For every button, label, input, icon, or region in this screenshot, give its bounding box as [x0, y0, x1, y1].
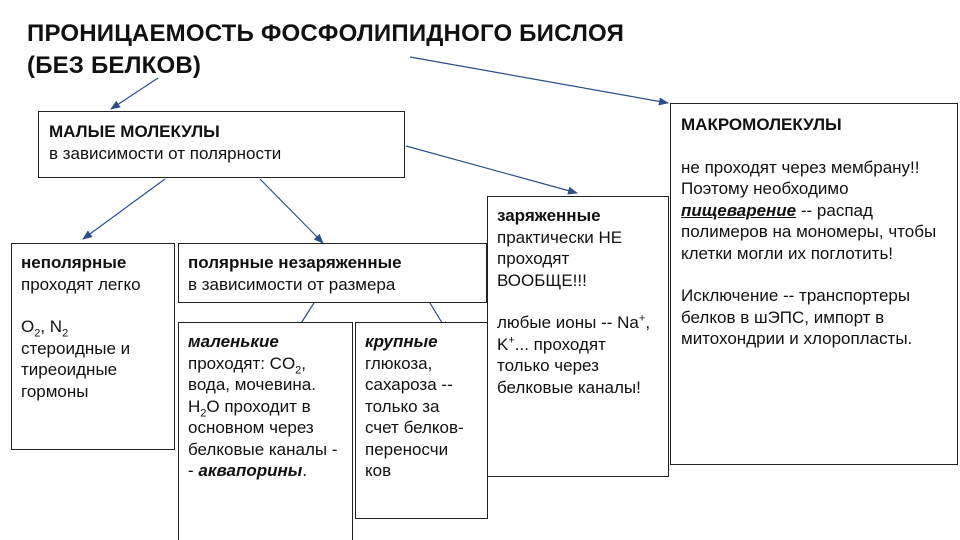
- page-title: ПРОНИЦАЕМОСТЬ ФОСФОЛИПИДНОГО БИСЛОЯ (БЕЗ…: [27, 18, 807, 82]
- large-polar-box: крупные глюкоза, сахароза -- только за с…: [355, 322, 488, 519]
- polar-uncharged-subtitle: в зависимости от размера: [188, 274, 396, 294]
- small-molecules-heading: МАЛЫЕ МОЛЕКУЛЫ: [49, 122, 220, 141]
- nonpolar-heading: неполярные: [21, 253, 127, 272]
- charged-text: практически НЕ проходят ВООБЩЕ!!!: [497, 227, 623, 290]
- charged-box: заряженные практически НЕ проходят ВООБЩ…: [487, 196, 669, 477]
- arrow-small-to-polar: [259, 178, 324, 244]
- macromolecules-heading: МАКРОМОЛЕКУЛЫ: [681, 115, 842, 134]
- arrow-small-to-charged: [405, 145, 578, 195]
- small-polar-text: проходят: CO2, вода, мочевина.: [188, 353, 316, 395]
- macromolecules-text-1: не проходят через мембрану!!: [681, 157, 920, 177]
- nonpolar-text: проходят легко: [21, 274, 141, 294]
- macromolecules-text-2: Поэтому необходимо пищеварение -- распад…: [681, 179, 937, 263]
- water-text: H2O проходит в основном через белковые к…: [188, 396, 338, 481]
- nonpolar-gases: O2, N2: [21, 317, 69, 340]
- title-line-2: (БЕЗ БЕЛКОВ): [27, 52, 202, 79]
- small-polar-heading: маленькие: [188, 332, 279, 351]
- polar-uncharged-heading: полярные незаряженные: [188, 253, 402, 272]
- macromolecules-exception: Исключение -- транспортеры белков в шЭПС…: [681, 286, 913, 348]
- charged-heading: заряженные: [497, 206, 601, 225]
- digestion-term: пищеварение: [681, 200, 797, 220]
- nonpolar-hormones: стероидные и тиреоидные гормоны: [21, 338, 131, 401]
- large-polar-text: глюкоза, сахароза -- только за счет белк…: [365, 353, 464, 481]
- large-polar-heading: крупные: [365, 332, 438, 351]
- arrow-small-to-nonpolar: [82, 178, 166, 240]
- polar-uncharged-box: полярные незаряженные в зависимости от р…: [178, 243, 487, 303]
- small-polar-box: маленькие проходят: CO2, вода, мочевина.…: [178, 322, 353, 540]
- charged-ions: любые ионы -- Na+, K+... проходят только…: [497, 312, 651, 397]
- small-molecules-box: МАЛЫЕ МОЛЕКУЛЫ в зависимости от полярнос…: [38, 111, 405, 178]
- arrow-title-to-small: [110, 77, 159, 110]
- small-molecules-subtitle: в зависимости от полярности: [49, 143, 282, 163]
- nonpolar-box: неполярные проходят легко O2, N2 стероид…: [11, 243, 175, 450]
- title-line-1: ПРОНИЦАЕМОСТЬ ФОСФОЛИПИДНОГО БИСЛОЯ: [27, 20, 625, 47]
- aquaporins-term: аквапорины: [198, 461, 303, 480]
- macromolecules-box: МАКРОМОЛЕКУЛЫ не проходят через мембрану…: [670, 103, 958, 465]
